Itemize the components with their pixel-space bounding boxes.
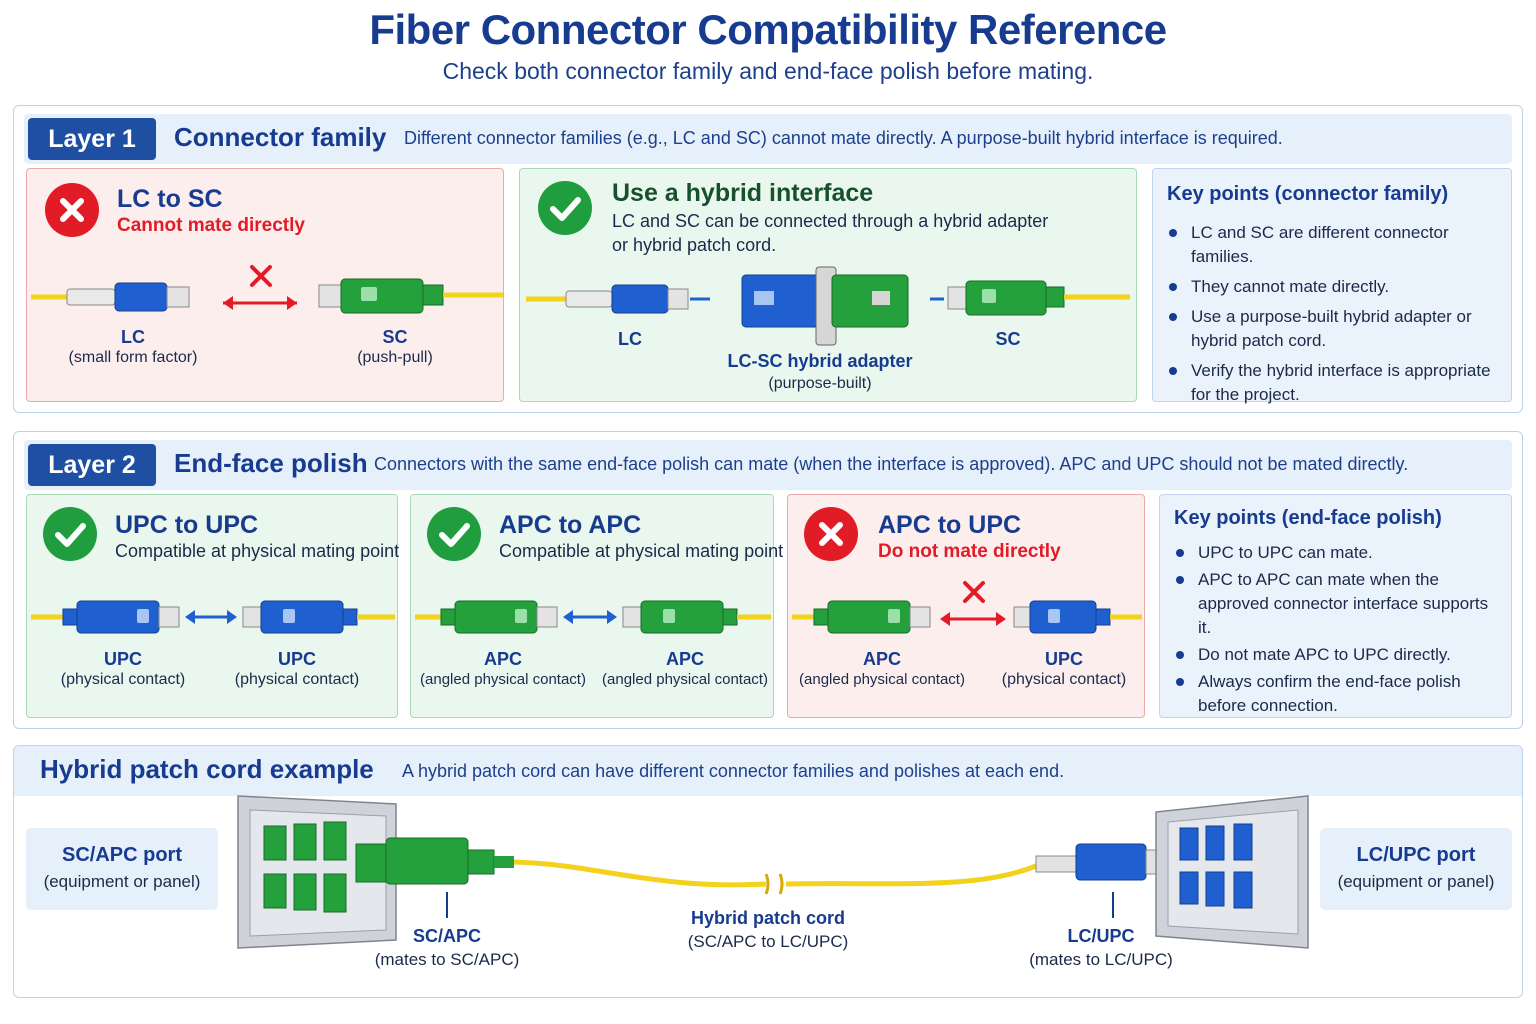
- layer2-description: Connectors with the same end-face polish…: [374, 454, 1409, 474]
- layer1-section: Layer 1 Connector family Different conne…: [13, 105, 1523, 413]
- hybrid-patch-cord-illustration: [237, 795, 1309, 949]
- mix-apc-sublabel: (angled physical contact): [799, 671, 965, 688]
- x-circle-icon: [45, 183, 99, 237]
- cord-sublabel: (SC/APC to LC/UPC): [687, 932, 849, 951]
- hybrid-cord-section: Hybrid patch cord example A hybrid patch…: [13, 745, 1523, 998]
- end-face-key-points-list: UPC to UPC can mate. APC to APC can mate…: [1174, 541, 1504, 721]
- lc-upc-port-sub: (equipment or panel): [1337, 872, 1495, 891]
- list-item: Verify the hybrid interface is appropria…: [1167, 359, 1507, 407]
- apc-upc-incompatible-illustration: [792, 581, 1142, 634]
- hybrid-cord-description: A hybrid patch cord can have different c…: [402, 761, 1065, 781]
- list-item: Use a purpose-built hybrid adapter or hy…: [1167, 305, 1507, 353]
- hybrid-sc-label: SC: [995, 329, 1021, 349]
- apc-apc-illustration: [415, 600, 771, 634]
- apc-right-label: APC: [665, 649, 704, 669]
- upc-to-upc-panel: UPC to UPC Compatible at physical mating…: [26, 494, 400, 718]
- end-face-key-points-title: Key points (end-face polish): [1174, 507, 1442, 529]
- hybrid-cord-name: Hybrid patch cord example: [40, 754, 374, 784]
- apc-to-apc-status: Compatible at physical mating point: [499, 541, 784, 561]
- list-item: Always confirm the end-face polish befor…: [1174, 670, 1504, 718]
- lc-upc-end-sublabel: (mates to LC/UPC): [1029, 950, 1173, 969]
- apc-to-upc-title: APC to UPC: [878, 511, 1022, 539]
- hybrid-cord-header: Hybrid patch cord example A hybrid patch…: [14, 746, 1522, 796]
- sc-label: SC: [382, 327, 408, 347]
- lc-upc-port-box: LC/UPC port (equipment or panel): [1320, 828, 1512, 910]
- hybrid-lc-label: LC: [618, 329, 642, 349]
- hybrid-interface-panel: Use a hybrid interface LC and SC can be …: [519, 168, 1137, 402]
- lc-sublabel: (small form factor): [68, 349, 198, 366]
- list-item: APC to APC can mate when the approved co…: [1174, 568, 1504, 640]
- lc-upc-port-title: LC/UPC port: [1356, 844, 1476, 866]
- x-circle-icon: [804, 507, 858, 561]
- connector-family-key-points-list: LC and SC are different connector famili…: [1167, 221, 1507, 413]
- lc-sc-incompatible-illustration: [31, 265, 503, 314]
- mix-upc-label: UPC: [1044, 649, 1083, 669]
- page-title: Fiber Connector Compatibility Reference: [369, 6, 1167, 53]
- sc-sublabel: (push-pull): [357, 349, 433, 366]
- apc-right-sublabel: (angled physical contact): [602, 671, 768, 688]
- layer1-description: Different connector families (e.g., LC a…: [404, 128, 1283, 148]
- hybrid-adapter-illustration: [526, 266, 1130, 346]
- page-subtitle: Check both connector family and end-face…: [442, 58, 1094, 84]
- apc-left-label: APC: [483, 649, 522, 669]
- apc-to-upc-status: Do not mate directly: [878, 541, 1061, 562]
- list-item: They cannot mate directly.: [1167, 275, 1507, 299]
- lc-to-sc-title: LC to SC: [117, 185, 223, 213]
- layer1-name: Connector family: [174, 122, 387, 152]
- apc-to-upc-panel: APC to UPC Do not mate directly APC (ang…: [787, 494, 1145, 718]
- hybrid-adapter-sublabel: (purpose-built): [768, 375, 872, 392]
- list-item: LC and SC are different connector famili…: [1167, 221, 1507, 269]
- layer2-section: Layer 2 End-face polish Connectors with …: [13, 431, 1523, 729]
- list-item: Do not mate APC to UPC directly.: [1174, 643, 1504, 667]
- check-circle-icon: [538, 181, 592, 235]
- upc-right-label: UPC: [277, 649, 316, 669]
- layer2-name: End-face polish: [174, 448, 368, 478]
- mix-upc-sublabel: (physical contact): [1001, 671, 1127, 688]
- sc-apc-port-title: SC/APC port: [62, 844, 182, 866]
- sc-apc-port-box: SC/APC port (equipment or panel): [26, 828, 218, 910]
- end-face-key-points: Key points (end-face polish) UPC to UPC …: [1159, 494, 1512, 718]
- upc-left-label: UPC: [103, 649, 142, 669]
- upc-to-upc-title: UPC to UPC: [115, 511, 259, 539]
- upc-upc-illustration: [31, 600, 395, 634]
- layer1-badge: Layer 1: [28, 118, 156, 160]
- hybrid-adapter-label: LC-SC hybrid adapter: [727, 351, 913, 371]
- connector-family-key-points-title: Key points (connector family): [1167, 183, 1449, 205]
- connector-family-key-points: Key points (connector family) LC and SC …: [1152, 168, 1512, 404]
- sc-apc-end-label: SC/APC: [412, 926, 481, 946]
- apc-left-sublabel: (angled physical contact): [420, 671, 586, 688]
- apc-to-apc-title: APC to APC: [499, 511, 642, 539]
- upc-to-upc-status: Compatible at physical mating point: [115, 541, 400, 561]
- lc-to-sc-status: Cannot mate directly: [117, 215, 305, 236]
- check-circle-icon: [43, 507, 97, 561]
- check-circle-icon: [427, 507, 481, 561]
- apc-to-apc-panel: APC to APC Compatible at physical mating…: [410, 494, 783, 718]
- sc-apc-end-sublabel: (mates to SC/APC): [374, 950, 520, 969]
- hybrid-interface-title: Use a hybrid interface: [612, 179, 874, 207]
- lc-upc-end-label: LC/UPC: [1067, 926, 1135, 946]
- layer1-header: Layer 1 Connector family Different conne…: [24, 114, 1512, 164]
- hybrid-interface-body: LC and SC can be connected through a hyb…: [612, 211, 1049, 255]
- layer2-badge: Layer 2: [28, 444, 156, 486]
- list-item: UPC to UPC can mate.: [1174, 541, 1504, 565]
- layer2-header: Layer 2 End-face polish Connectors with …: [24, 440, 1512, 490]
- upc-left-sublabel: (physical contact): [60, 671, 186, 688]
- lc-to-sc-panel: LC to SC Cannot mate directly LC (small …: [26, 168, 504, 402]
- sc-apc-port-sub: (equipment or panel): [43, 872, 201, 891]
- cord-label: Hybrid patch cord: [690, 908, 846, 928]
- upc-right-sublabel: (physical contact): [234, 671, 360, 688]
- mix-apc-label: APC: [862, 649, 901, 669]
- lc-label: LC: [121, 327, 145, 347]
